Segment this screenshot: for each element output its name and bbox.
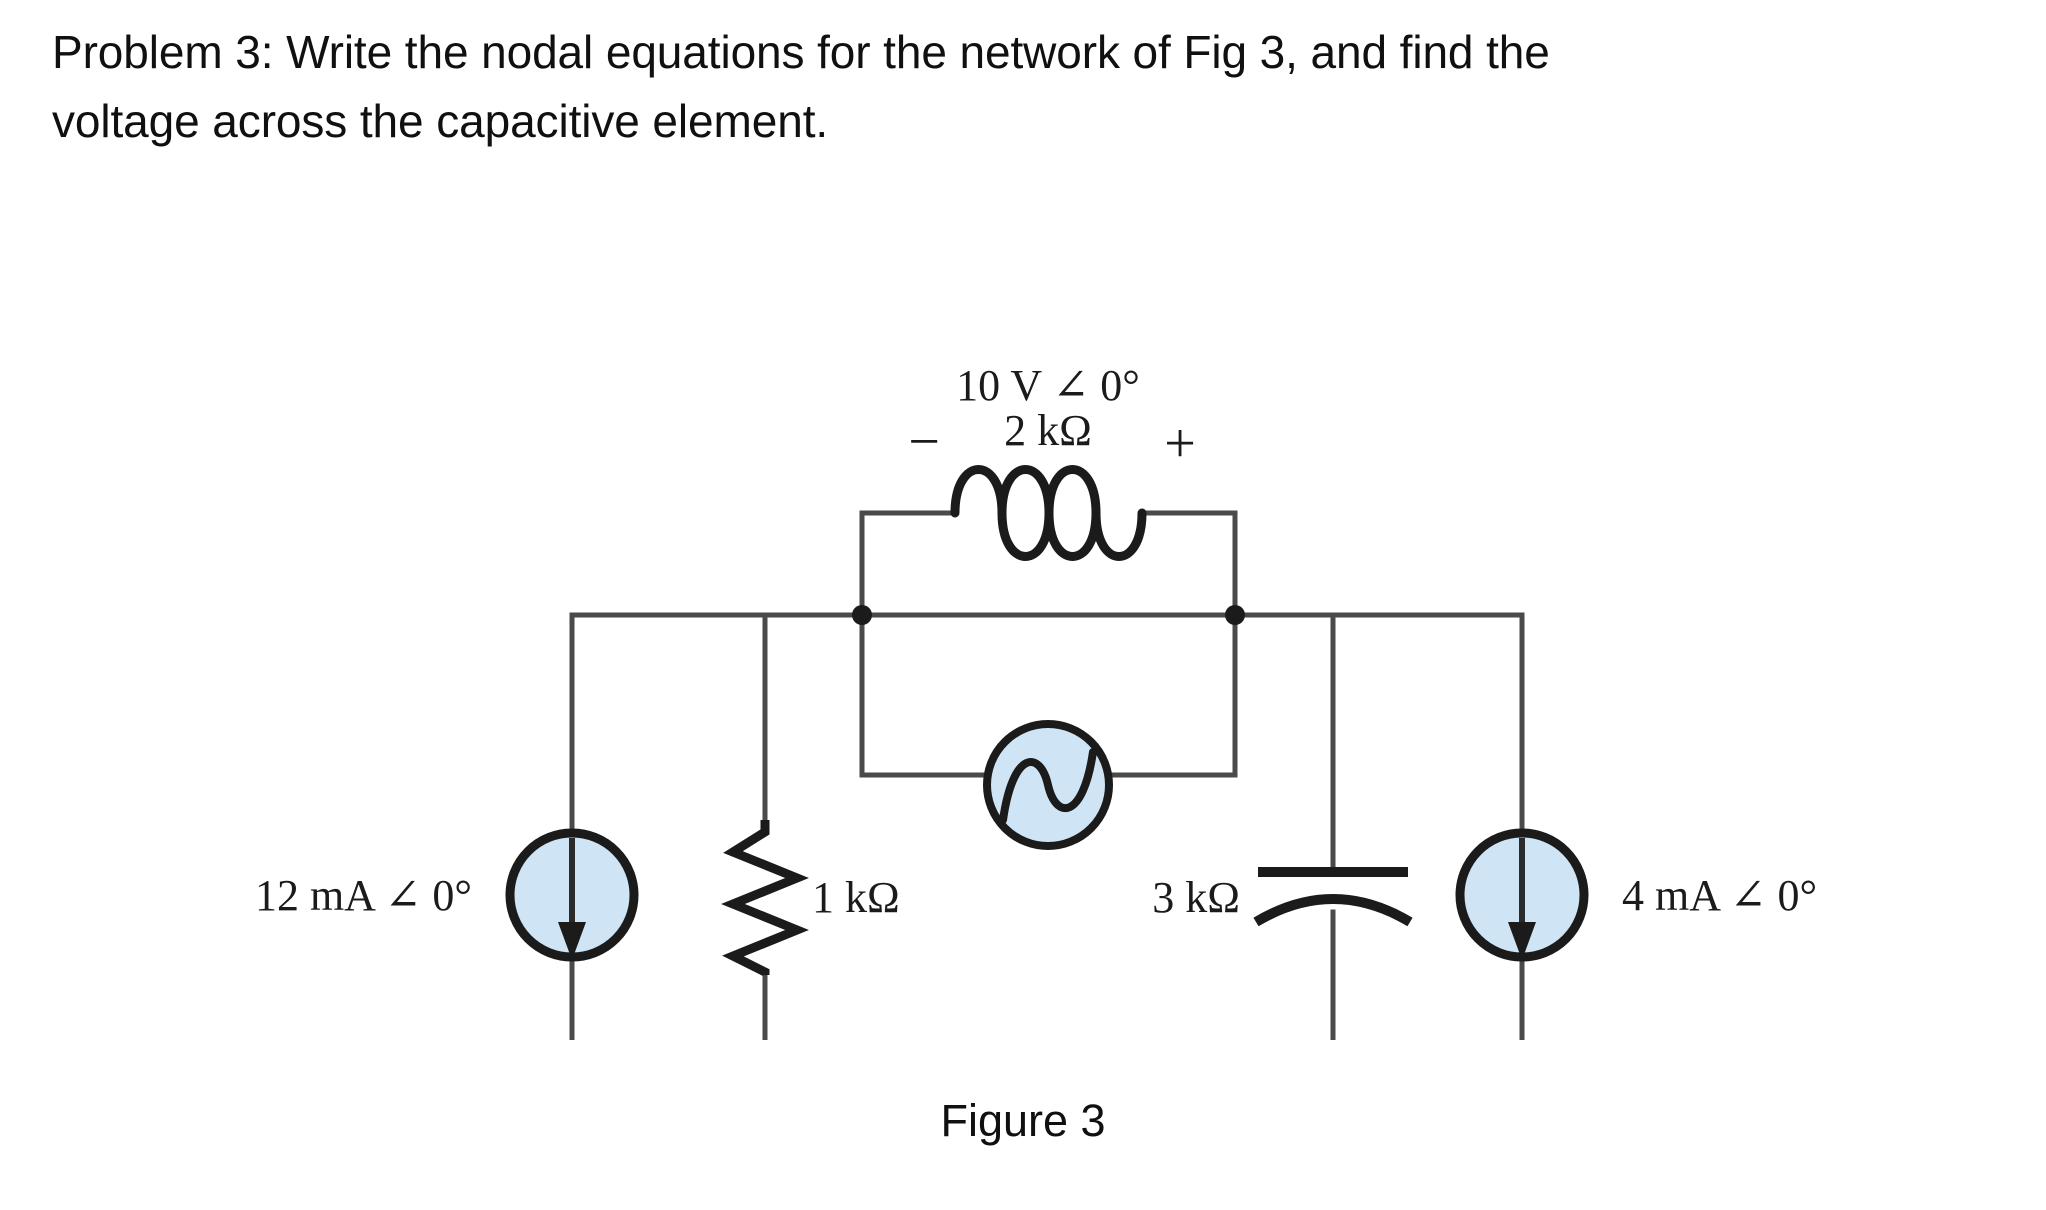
problem-statement-line-1: Problem 3: Write the nodal equations for… bbox=[52, 26, 1550, 78]
problem-statement: Problem 3: Write the nodal equations for… bbox=[52, 18, 1992, 156]
figure-caption: Figure 3 bbox=[940, 1095, 1106, 1146]
current-source-right-label: 4 mA ∠ 0° bbox=[1622, 871, 1817, 920]
circuit-wires bbox=[569, 510, 1525, 1040]
inductor-coil-icon bbox=[950, 465, 1147, 561]
voltage-source-label: 10 V ∠ 0° bbox=[956, 361, 1140, 410]
voltage-source-minus-sign: − bbox=[908, 411, 940, 473]
voltage-source-plus-sign: + bbox=[1164, 413, 1196, 475]
current-source-down-arrow-icon bbox=[1508, 838, 1536, 960]
inductor-label: 2 kΩ bbox=[1004, 406, 1092, 455]
capacitor-curved-plate-icon bbox=[1253, 867, 1413, 927]
current-source-left-label: 12 mA ∠ 0° bbox=[255, 871, 472, 920]
resistor-zigzag-icon bbox=[721, 820, 809, 977]
ac-source-sine-icon bbox=[983, 720, 1113, 850]
current-source-down-arrow-icon bbox=[558, 838, 586, 960]
current-source-right bbox=[1455, 828, 1589, 962]
circuit-figure: 2 kΩ 10 V ∠ 0° − + 12 mA ∠ 0° 1 kΩ 3 k bbox=[0, 160, 2046, 1040]
problem-statement-line-2: voltage across the capacitive element. bbox=[52, 95, 829, 147]
node-dot-right bbox=[1225, 605, 1245, 625]
node-dot-left bbox=[852, 605, 872, 625]
circuit-diagram: 2 kΩ 10 V ∠ 0° − + 12 mA ∠ 0° 1 kΩ 3 k bbox=[255, 361, 1817, 1040]
resistor-label: 1 kΩ bbox=[812, 873, 900, 922]
current-source-left bbox=[505, 828, 639, 962]
capacitor-label: 3 kΩ bbox=[1152, 873, 1240, 922]
